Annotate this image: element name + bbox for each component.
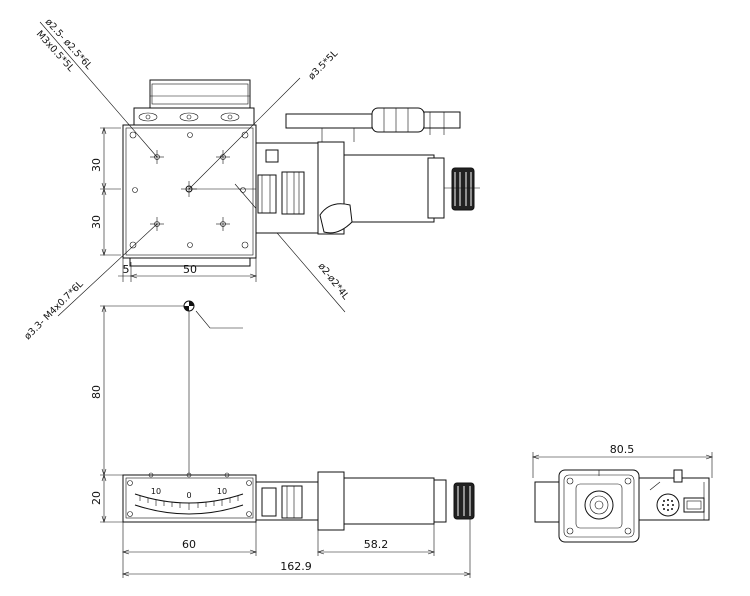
coupling-top: [255, 142, 319, 234]
pin-label: ø2-ø2*4L: [316, 261, 352, 302]
dim-total: 162.9: [280, 560, 312, 573]
leader-lines: [39, 21, 346, 317]
end-side-plate: [534, 481, 560, 523]
end-body: [558, 469, 640, 543]
side-view: 80 20 10 0 10: [90, 300, 475, 578]
coupling-side: [255, 481, 319, 521]
dim-offset: 5: [123, 263, 130, 276]
scale-center: 0: [186, 491, 191, 500]
top-bracket: [149, 79, 251, 109]
dim-stage: 60: [182, 538, 196, 551]
dim-vertical-lower: 30: [90, 215, 103, 229]
dim-vertical-upper: 30: [90, 158, 103, 172]
end-connector: [656, 493, 680, 517]
motor-top: [285, 107, 461, 235]
dim-height: 20: [90, 491, 103, 505]
motor-side: [317, 471, 475, 531]
hole-label-center: ø3.5*5L: [306, 48, 340, 82]
top-rail: [133, 107, 255, 127]
end-view: 80.5: [532, 443, 713, 543]
scale-left: 10: [151, 487, 161, 496]
end-dim-width: 80.5: [610, 443, 635, 456]
end-shaft-outer: [584, 490, 614, 520]
top-view: ø2.5- ø2.5*6L M3x0.5*5L ø3.5*5L ø3.3- M4…: [22, 17, 480, 342]
hole-label-bottom: ø3.3- M4x0.7*6L: [22, 278, 86, 342]
scale-right: 10: [217, 487, 227, 496]
dim-travel: 80: [90, 385, 103, 399]
dim-width: 50: [183, 263, 197, 276]
dim-motor: 58.2: [364, 538, 389, 551]
goniometer-scale: 10 0 10: [134, 487, 244, 515]
knob-top: [444, 167, 480, 211]
